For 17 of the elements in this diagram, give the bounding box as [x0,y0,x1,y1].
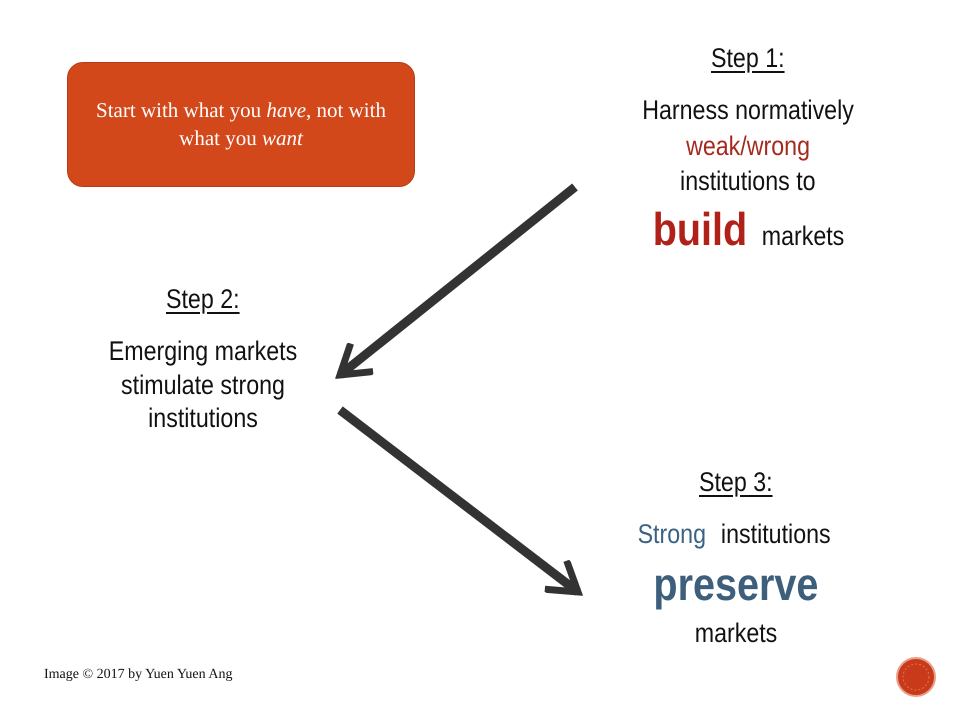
step-text: Strong [638,518,706,551]
step-heading: Step 1: [711,42,785,75]
step-heading: Step 3: [699,466,773,499]
step-text: Emerging markets stimulate strong institutions [108,334,298,436]
arrow [336,183,578,379]
step-text: markets [762,220,844,253]
step-text: institutions to [680,165,816,198]
step-text: markets [694,617,778,650]
step-text: build [652,202,748,257]
arrow [337,406,582,596]
step-heading: Step 2: [166,283,240,316]
step-text: institutions [720,518,831,551]
image-credit: Image © 2017 by Yuen Yuen Ang [44,667,232,683]
step-text: Harness normatively [642,94,854,127]
step-text: preserve [654,556,818,612]
step-text: weak/wrong [686,130,810,163]
callout-box: Start with what you have, not with what you want [67,62,415,187]
